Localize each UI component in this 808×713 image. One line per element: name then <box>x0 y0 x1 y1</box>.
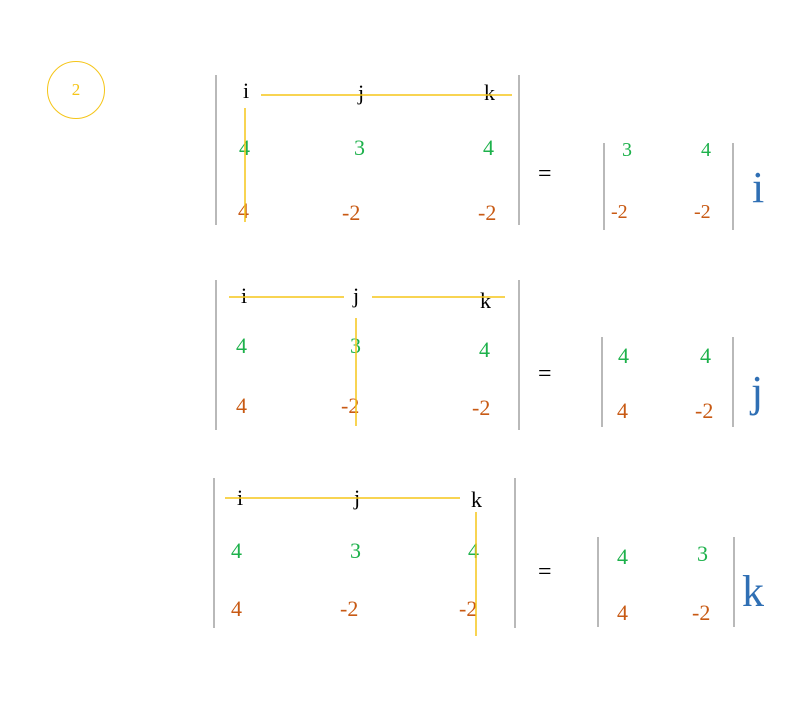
minor-left-bracket <box>603 143 605 230</box>
matrix-cell-r2c2: -2 <box>340 596 359 621</box>
matrix-cell-unit-i: i <box>243 78 250 103</box>
matrix-left-bracket <box>215 75 217 225</box>
matrix-cell-unit-j: j <box>358 80 365 105</box>
minor-cell-r1c1: 4 <box>617 544 628 569</box>
matrix-cell-unit-k: k <box>471 487 482 512</box>
matrix-cell-r1c2: 3 <box>350 538 361 563</box>
matrix-right-bracket <box>518 75 520 225</box>
minor-cell-r2c2: -2 <box>694 201 711 223</box>
minor-right-bracket <box>732 143 734 230</box>
matrix-cell-r2c1: 4 <box>231 596 242 621</box>
matrix-cell-r1c3: 4 <box>468 538 479 563</box>
matrix-cell-r2c3: -2 <box>478 200 497 225</box>
minor-cell-r2c1: -2 <box>611 201 628 223</box>
matrix-right-bracket <box>518 280 520 430</box>
equals-sign: = <box>538 361 552 387</box>
minor-cell-r1c2: 3 <box>697 541 708 566</box>
matrix-cell-unit-k: k <box>480 288 491 313</box>
minor-right-bracket <box>733 537 735 627</box>
matrix-cell-unit-i: i <box>241 283 248 308</box>
minor-cell-r2c1: 4 <box>617 600 628 625</box>
minor-cell-r2c2: -2 <box>692 600 711 625</box>
result-unit-vector: i <box>752 163 765 212</box>
step-number-badge: 2 <box>47 61 105 119</box>
matrix-cell-r1c3: 4 <box>479 337 490 362</box>
equals-sign: = <box>538 559 552 585</box>
minor-cell-r2c2: -2 <box>695 398 714 423</box>
matrix-right-bracket <box>514 478 516 628</box>
matrix-cell-r2c1: 4 <box>236 393 247 418</box>
matrix-cell-r1c1: 4 <box>231 538 242 563</box>
matrix-left-bracket <box>215 280 217 430</box>
minor-cell-r1c2: 4 <box>700 343 711 368</box>
matrix-cell-r2c3: -2 <box>459 596 478 621</box>
matrix-cell-r1c1: 4 <box>236 333 247 358</box>
matrix-left-bracket <box>213 478 215 628</box>
result-unit-vector: j <box>751 367 764 416</box>
matrix-cell-r2c2: -2 <box>341 393 360 418</box>
minor-left-bracket <box>601 337 603 427</box>
minor-right-bracket <box>732 337 734 427</box>
minor-cell-r1c2: 4 <box>701 139 711 161</box>
matrix-cell-unit-j: j <box>353 283 360 308</box>
minor-cell-r1c1: 4 <box>618 343 629 368</box>
matrix-cell-r2c1: 4 <box>238 198 249 223</box>
minor-left-bracket <box>597 537 599 627</box>
matrix-cell-unit-k: k <box>484 80 495 105</box>
minor-cell-r2c1: 4 <box>617 398 628 423</box>
result-unit-vector: k <box>742 567 764 616</box>
matrix-cell-r1c3: 4 <box>483 135 494 160</box>
matrix-cell-r2c2: -2 <box>342 200 361 225</box>
equals-sign: = <box>538 161 552 187</box>
matrix-cell-r1c2: 3 <box>354 135 365 160</box>
minor-cell-r1c1: 3 <box>622 139 632 161</box>
matrix-cell-r2c3: -2 <box>472 395 491 420</box>
